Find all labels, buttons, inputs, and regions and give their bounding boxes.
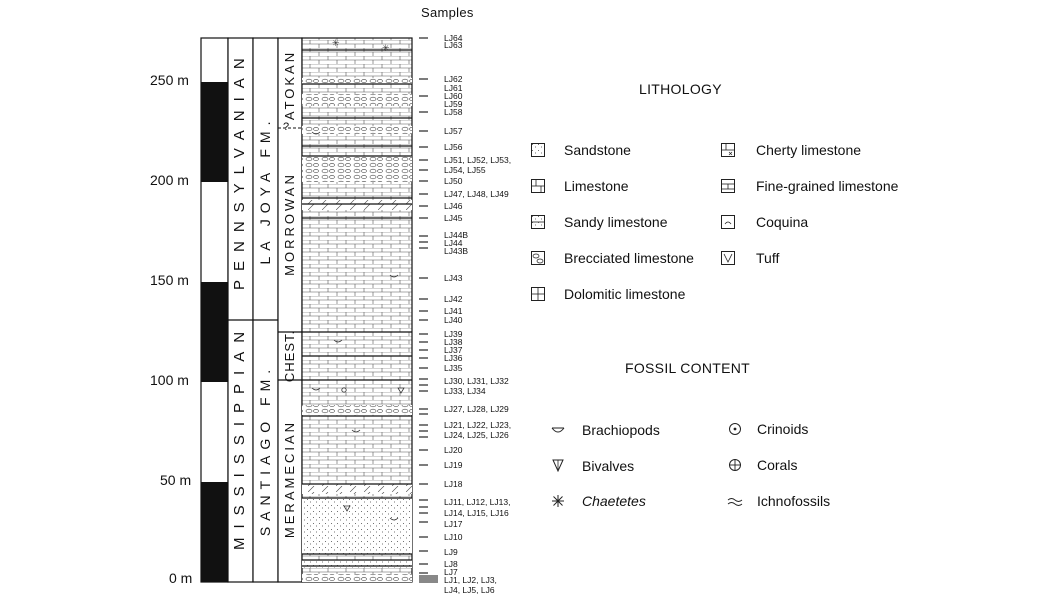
- svg-text:✳: ✳: [332, 39, 340, 49]
- sample-label: LJ40: [444, 315, 463, 325]
- coral-icon: [729, 459, 741, 471]
- ichnofossil-icon: [727, 498, 743, 506]
- dolomitic-limestone-swatch: [531, 287, 545, 301]
- series-label-atokan: ATOKAN: [282, 49, 297, 121]
- series-label-morrowan: MORROWAN: [282, 172, 297, 276]
- sample-label: LJ43: [444, 273, 463, 283]
- sample-label: LJ46: [444, 201, 463, 211]
- sample-label: LJ43B: [444, 246, 469, 256]
- sample-label: LJ11, LJ12, LJ13,: [444, 497, 511, 507]
- sample-label: LJ44: [444, 238, 463, 248]
- legend-label-tuff: Tuff: [756, 250, 780, 266]
- legend-label-brachiopods: Brachiopods: [582, 422, 660, 438]
- cherty-limestone-swatch: [721, 143, 735, 157]
- legend-label-sandstone: Sandstone: [564, 142, 631, 158]
- series-label-chesterian: CHEST.: [282, 329, 297, 383]
- samples-header: Samples: [421, 5, 474, 20]
- axis-tick-label: 150 m: [150, 272, 189, 288]
- legend-label-brecciated-limestone: Brecciated limestone: [564, 250, 694, 266]
- sample-label: LJ1, LJ2, LJ3,: [444, 575, 497, 585]
- chaetetes-icon: [552, 495, 564, 507]
- axis-tick-label: 200 m: [150, 172, 189, 188]
- brecciated-limestone-swatch: [531, 251, 545, 265]
- black-interval: [201, 482, 228, 582]
- crinoid-icon: [729, 423, 741, 435]
- sample-label: LJ58: [444, 107, 463, 117]
- sample-label: LJ59: [444, 99, 463, 109]
- sample-label: LJ38: [444, 337, 463, 347]
- sample-label: LJ18: [444, 479, 463, 489]
- svg-text:✳: ✳: [382, 44, 390, 54]
- legend-label-ichnofossils: Ichnofossils: [757, 493, 831, 509]
- formation-label-la-joya: LA JOYA FM.: [257, 115, 273, 265]
- legend-label-sandy-limestone: Sandy limestone: [564, 214, 668, 230]
- sample-label: LJ50: [444, 176, 463, 186]
- sample-label: LJ36: [444, 353, 463, 363]
- sample-label: LJ7: [444, 567, 458, 577]
- sample-label: LJ14, LJ15, LJ16: [444, 508, 509, 518]
- fossil-content-title: FOSSIL CONTENT: [625, 360, 751, 376]
- series-label-meramecian: MERAMECIAN: [282, 419, 297, 539]
- sample-label: LJ56: [444, 142, 463, 152]
- sample-label: LJ54, LJ55: [444, 165, 486, 175]
- lithology-title: LITHOLOGY: [639, 81, 722, 97]
- tuff-swatch: [721, 251, 735, 265]
- legend-label-chaetetes: Chaetetes: [582, 493, 646, 509]
- sample-label: LJ47, LJ48, LJ49: [444, 189, 509, 199]
- sample-label: LJ44B: [444, 230, 469, 240]
- axis-tick-label: 0 m: [169, 570, 193, 586]
- sample-label: LJ51, LJ52, LJ53,: [444, 155, 512, 165]
- sample-label: LJ61: [444, 83, 463, 93]
- sample-label: LJ33, LJ34: [444, 386, 486, 396]
- sample-label: LJ9: [444, 547, 458, 557]
- brachiopod-icon: [551, 427, 565, 433]
- axis-tick-label: 100 m: [150, 372, 189, 388]
- sample-label: LJ8: [444, 559, 458, 569]
- system-label-mississippian: MISSISSIPPIAN: [231, 322, 248, 550]
- axis-tick-label: 250 m: [150, 72, 189, 88]
- sample-label: LJ42: [444, 294, 463, 304]
- sample-label: LJ21, LJ22, LJ23,: [444, 420, 512, 430]
- legend-label-limestone: Limestone: [564, 178, 629, 194]
- sample-label: LJ45: [444, 213, 463, 223]
- sample-label: LJ27, LJ28, LJ29: [444, 404, 509, 414]
- system-label-pennsylvanian: PENNSYLVANIAN: [231, 49, 248, 290]
- sample-label: LJ62: [444, 74, 463, 84]
- sample-label: LJ39: [444, 329, 463, 339]
- legend-label-corals: Corals: [757, 457, 798, 473]
- sample-label: LJ63: [444, 40, 463, 50]
- sample-label: LJ20: [444, 445, 463, 455]
- sample-label: LJ30, LJ31, LJ32: [444, 376, 509, 386]
- legend-label-coquina: Coquina: [756, 214, 809, 230]
- sample-label: LJ17: [444, 519, 463, 529]
- uncertain-boundary-mark: ?: [283, 121, 290, 133]
- sandy-limestone-swatch: [531, 215, 545, 229]
- legend-label-crinoids: Crinoids: [757, 421, 809, 437]
- limestone-swatch: [531, 179, 545, 193]
- sample-label: LJ10: [444, 532, 463, 542]
- legend-label-dolomitic-limestone: Dolomitic limestone: [564, 286, 686, 302]
- black-interval: [201, 282, 228, 382]
- sandstone-swatch: [531, 143, 545, 157]
- legend-label-cherty-limestone: Cherty limestone: [756, 142, 862, 158]
- fine-grained-limestone-swatch: [721, 179, 735, 193]
- sample-label: LJ64: [444, 33, 463, 43]
- sample-label: LJ41: [444, 306, 463, 316]
- legend-label-fine-grained-limestone: Fine-grained limestone: [756, 178, 899, 194]
- formation-label-santiago: SANTIAGO FM.: [257, 363, 273, 537]
- sample-label: LJ57: [444, 126, 463, 136]
- sample-label: LJ60: [444, 91, 463, 101]
- sample-label: LJ35: [444, 363, 463, 373]
- bivalve-icon: [552, 459, 564, 472]
- axis-tick-label: 50 m: [160, 472, 192, 488]
- sample-label: LJ37: [444, 345, 463, 355]
- black-interval: [201, 82, 228, 182]
- legend-label-bivalves: Bivalves: [582, 458, 635, 474]
- coquina-swatch: [721, 215, 735, 229]
- sample-label: LJ19: [444, 460, 463, 470]
- sample-label: LJ4, LJ5, LJ6: [444, 585, 495, 595]
- sample-label: LJ24, LJ25, LJ26: [444, 430, 509, 440]
